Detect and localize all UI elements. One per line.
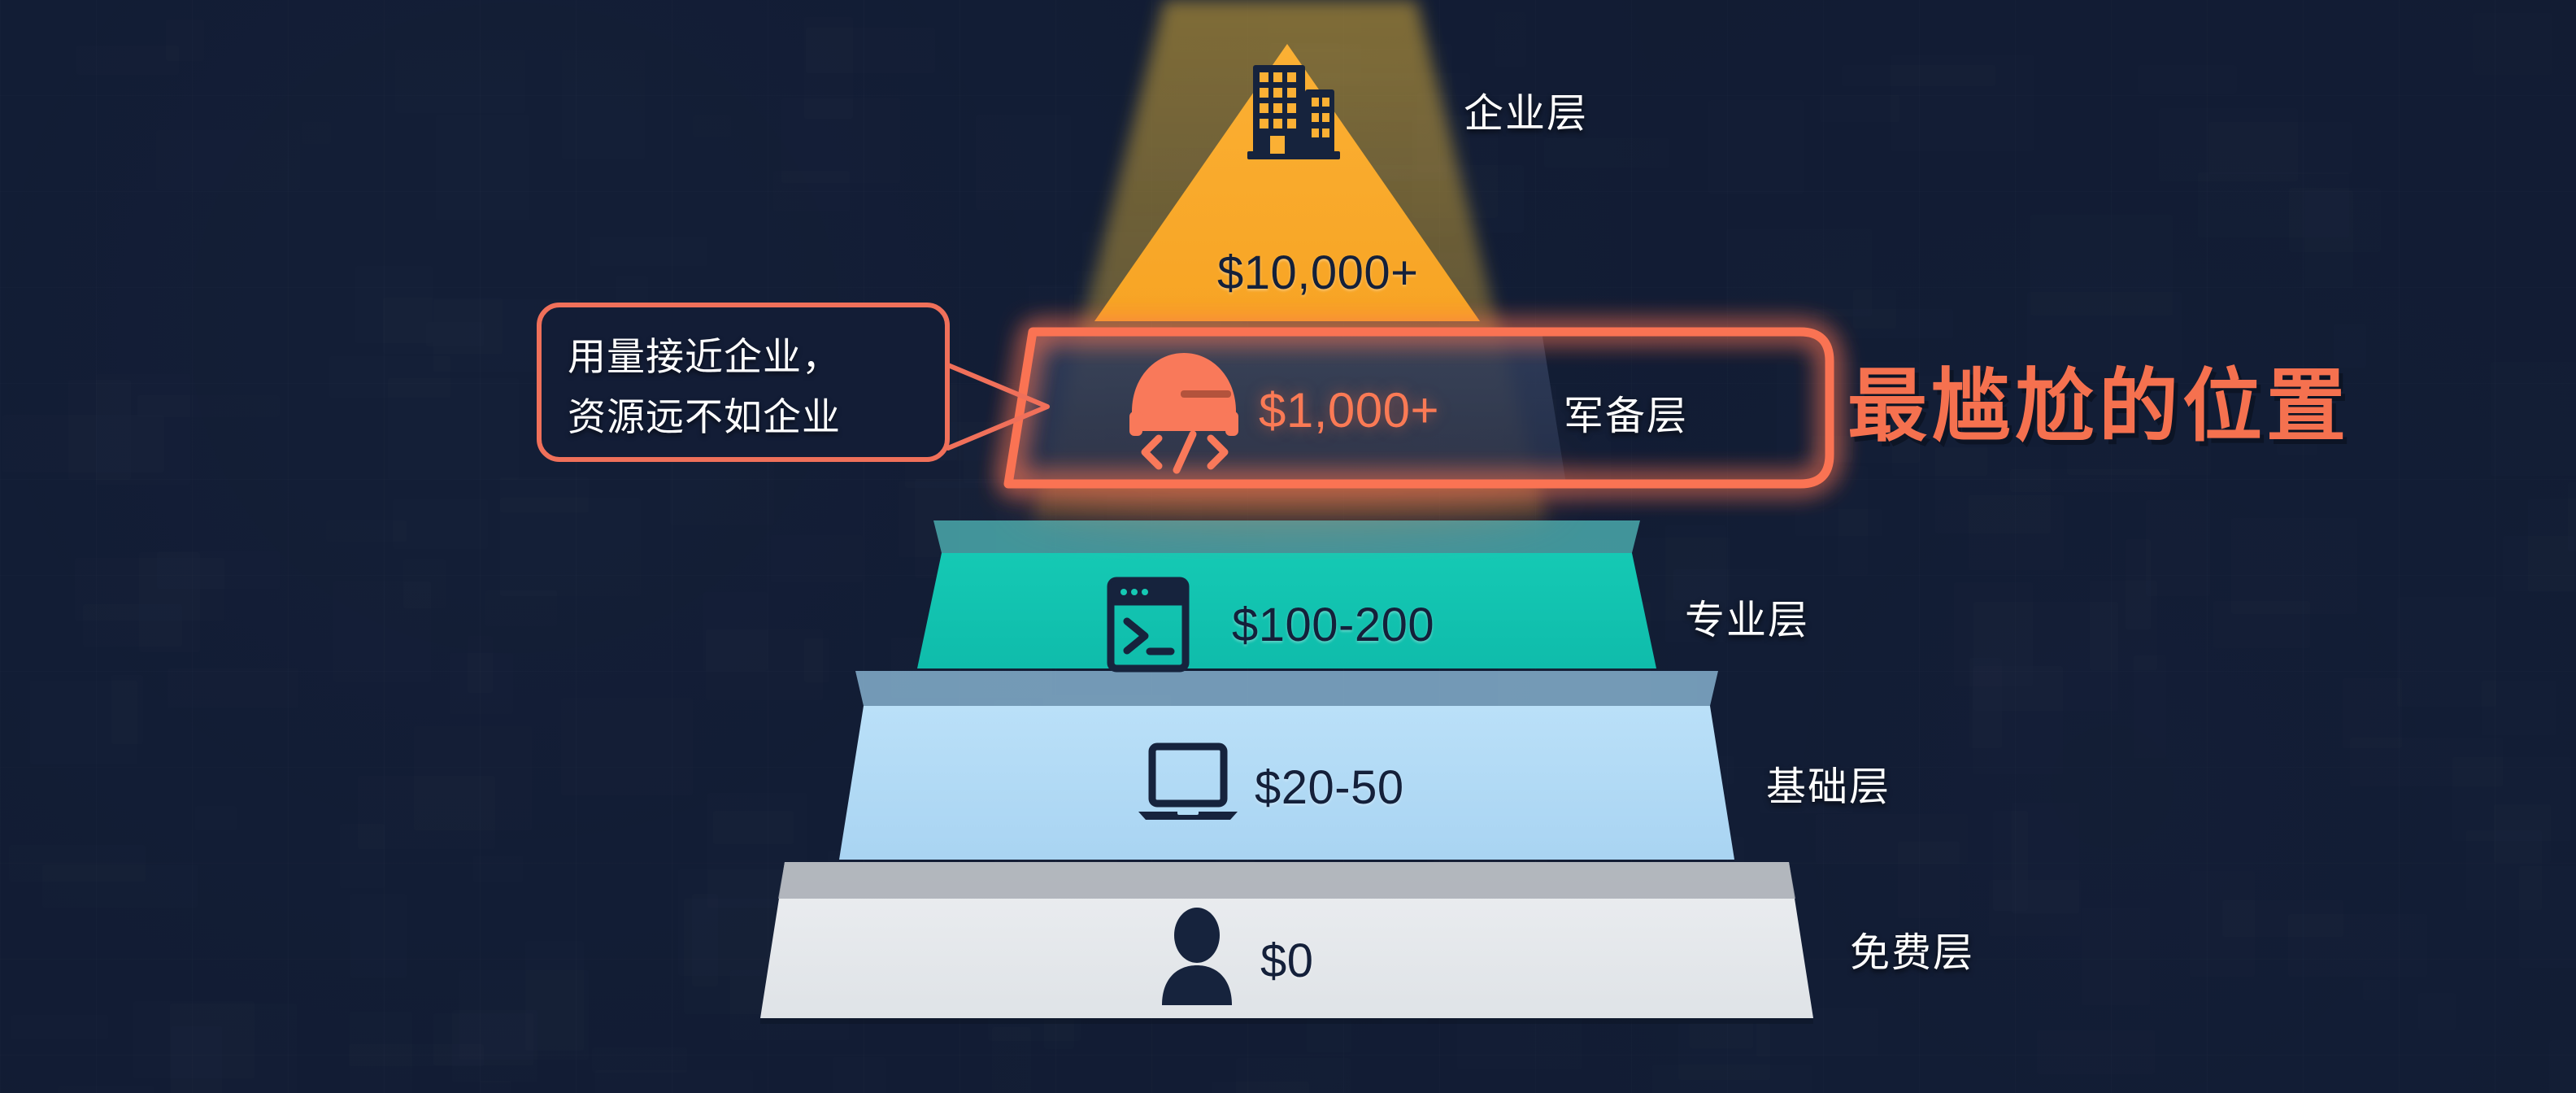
tier-price-enterprise: $10,000+	[1217, 246, 1419, 299]
person-icon	[1162, 908, 1232, 1005]
tier-label-enterprise: 企业层	[1464, 92, 1589, 136]
tier-price-basic: $20-50	[1255, 761, 1404, 814]
tier-label-free: 免费层	[1850, 931, 1975, 975]
pyramid-tier-free[interactable]	[760, 862, 1813, 1024]
tier-label-professional: 专业层	[1685, 599, 1810, 642]
callout-bubble: 用量接近企业， 资源远不如企业	[537, 303, 950, 462]
callout-line-2: 资源远不如企业	[568, 395, 841, 438]
headline-text: 最尴尬的位置	[1847, 361, 2351, 451]
pyramid-tier-basic[interactable]	[839, 671, 1734, 860]
pyramid-tier-professional[interactable]	[917, 520, 1656, 668]
laptop-icon	[1138, 742, 1238, 820]
helmet-code-icon	[1129, 353, 1238, 474]
callout-line-1: 用量接近企业，	[568, 335, 841, 378]
office-building-icon	[1247, 65, 1340, 159]
highlight-outline	[1003, 327, 1834, 489]
callout-pointer	[946, 363, 1050, 451]
terminal-icon	[1107, 577, 1190, 673]
tier-price-arms-race: $1,000+	[1259, 383, 1440, 438]
tier-label-arms-race: 军备层	[1564, 394, 1689, 438]
tier-price-professional: $100-200	[1232, 599, 1435, 651]
tier-label-basic: 基础层	[1766, 765, 1891, 809]
tier-price-free: $0	[1260, 934, 1314, 987]
pyramid-tier-enterprise[interactable]	[1094, 44, 1480, 321]
callout-text: 用量接近企业， 资源远不如企业	[568, 327, 841, 447]
